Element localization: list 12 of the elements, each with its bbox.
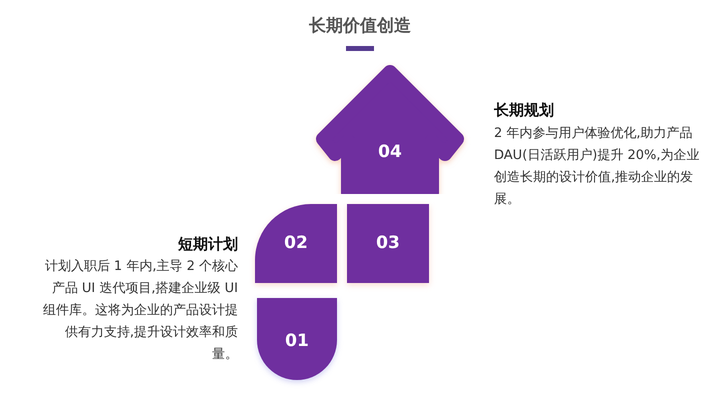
block-shape <box>255 204 337 283</box>
block-shape <box>347 204 429 283</box>
block-shape <box>257 298 337 380</box>
step-number: 01 <box>285 330 309 354</box>
description-text: 计划入职后 1 年内,主导 2 个核心产品 UI 迭代项目,搭建企业级 UI 组件库。这将为企业的产品设计提供有力支持,提升设计效率和质量。 <box>42 258 238 364</box>
heading: 短期计划 <box>177 234 238 255</box>
title: 长期价值创造 <box>308 15 412 38</box>
step-number: 03 <box>376 232 400 255</box>
step-number: 02 <box>284 232 308 255</box>
heading: 长期规划 <box>494 100 555 121</box>
step-number: 04 <box>378 141 402 164</box>
description-text: 2 年内参与用户体验优化,助力产品 DAU(日活跃用户)提升 20%,为企业创造长期的设计价值,推动企业的发展。 <box>494 125 700 209</box>
